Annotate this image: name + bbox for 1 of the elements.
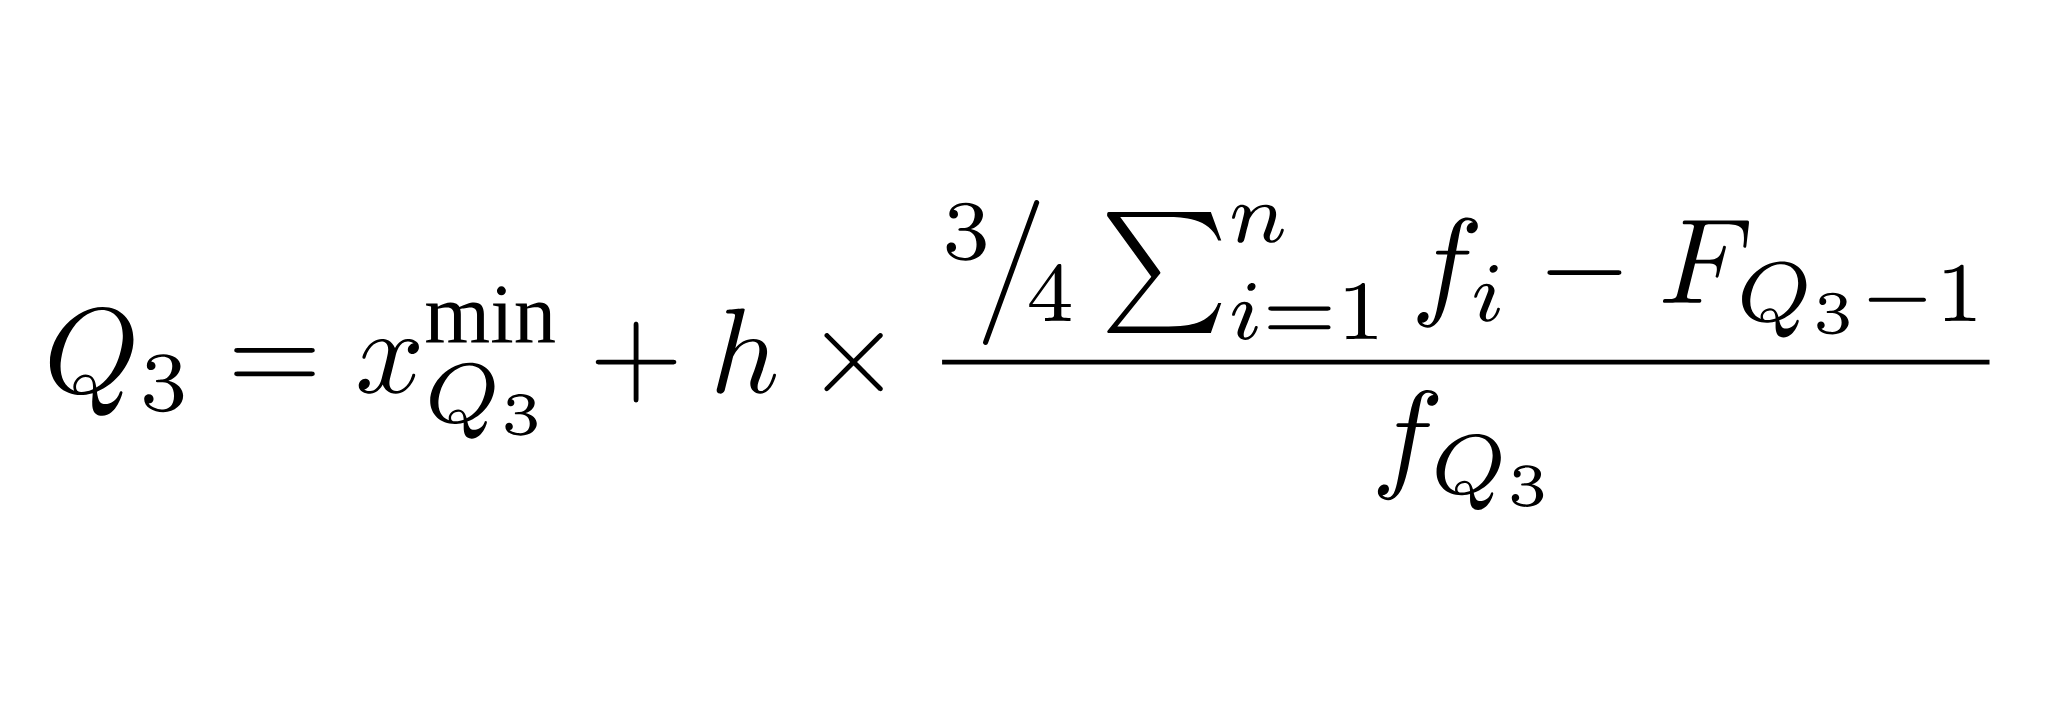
formula: $Q_{3} = x_{Q_{3}}^{\min} + h \times \frac{{}^{3}\!\big/\!_{4}\sum_{i=1}^{n} f_{i} - F_{Q_{3}-1}}{f_{Q_{3}}}$ (49, 200, 1990, 510)
